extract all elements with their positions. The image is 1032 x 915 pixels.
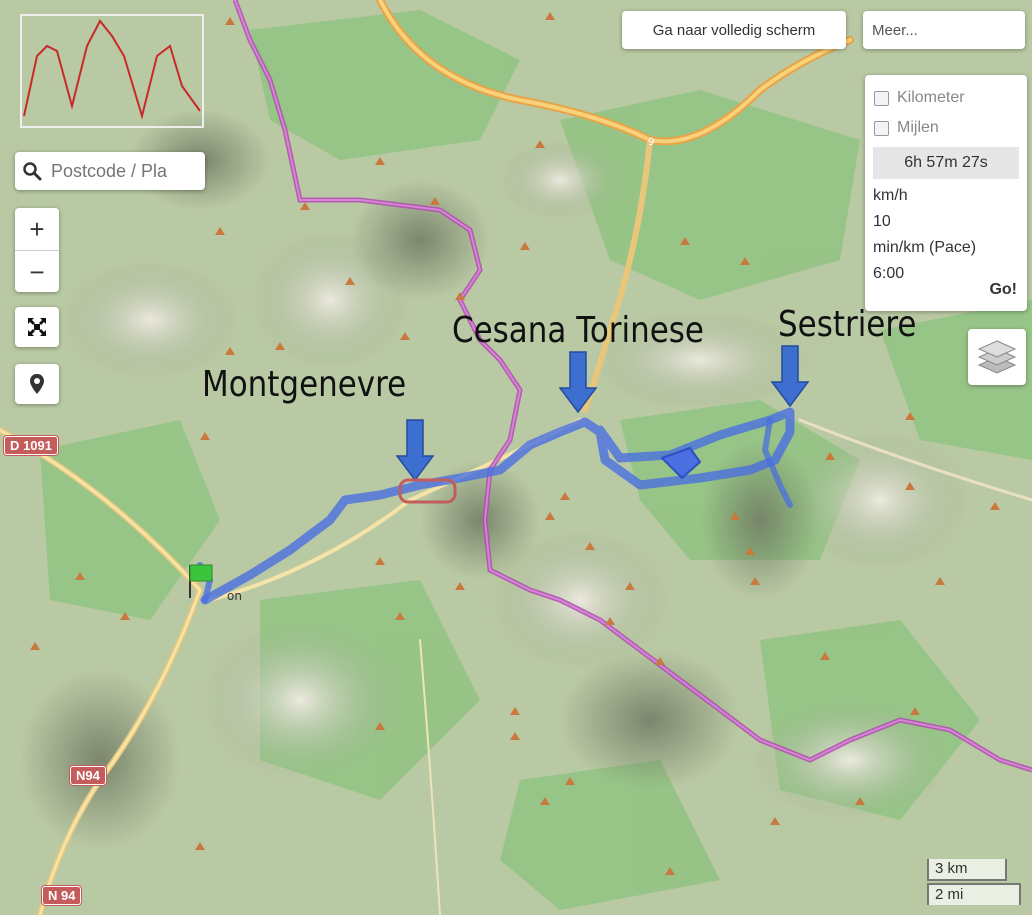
speed-input[interactable]: 10 <box>873 209 949 235</box>
label-montgenevre: Montgenevre <box>202 364 407 405</box>
zoom-control: + − <box>15 208 59 292</box>
pace-input[interactable]: 6:00 <box>873 261 949 287</box>
kilometer-label: Kilometer <box>897 89 965 106</box>
location-pin-icon <box>30 374 44 394</box>
montgenevre-marker <box>398 478 457 504</box>
arrow-sestriere <box>770 345 810 408</box>
more-button[interactable]: Meer... <box>863 11 1025 49</box>
my-location-button[interactable] <box>15 364 59 404</box>
search-icon <box>15 161 49 181</box>
search-input[interactable] <box>49 159 203 183</box>
fullscreen-button[interactable]: Ga naar volledig scherm <box>622 11 846 49</box>
arrow-cesana <box>558 351 598 414</box>
elevation-profile <box>23 19 201 120</box>
kilometer-checkbox[interactable] <box>874 90 889 106</box>
location-arrows <box>395 345 810 482</box>
miles-checkbox[interactable] <box>874 120 889 136</box>
scale-km: 3 km <box>927 859 1007 881</box>
duration-display: 6h 57m 27s <box>873 147 1019 179</box>
unit-miles-option[interactable]: Mijlen <box>865 113 1027 143</box>
go-button[interactable]: Go! <box>989 281 1017 298</box>
scale-mi: 2 mi <box>927 883 1021 905</box>
speed-label: km/h <box>873 187 908 204</box>
road-shield-n94-upper: N94 <box>70 766 106 785</box>
pace-label: min/km (Pace) <box>873 239 977 256</box>
map-scale: 3 km 2 mi <box>927 859 1023 907</box>
peak-markers <box>30 12 1000 875</box>
road-shield-d1091: D 1091 <box>4 436 58 455</box>
fit-bounds-button[interactable] <box>15 307 59 347</box>
layers-icon <box>977 340 1017 374</box>
route-settings-panel: Kilometer Mijlen 6h 57m 27s km/h 10 min/… <box>865 75 1027 311</box>
miles-label: Mijlen <box>897 119 939 136</box>
start-flag-icon[interactable] <box>189 564 213 598</box>
road-9-label: 9 <box>648 137 654 148</box>
arrow-montgenevre <box>395 419 435 482</box>
road-shield-n94-lower: N 94 <box>42 886 82 905</box>
route-direction-arrow <box>661 447 701 479</box>
layers-button[interactable] <box>968 329 1026 385</box>
fit-bounds-icon <box>28 318 46 336</box>
search-box[interactable] <box>15 152 205 190</box>
label-cesana-torinese: Cesana Torinese <box>452 310 704 351</box>
label-sestriere: Sestriere <box>778 304 917 345</box>
country-border-inner <box>234 0 1032 771</box>
briancon-label: on <box>227 589 242 603</box>
unit-kilometer-option[interactable]: Kilometer <box>865 83 1027 113</box>
elevation-minimap[interactable] <box>20 14 204 128</box>
zoom-out-button[interactable]: − <box>29 256 45 287</box>
zoom-in-button[interactable]: + <box>15 208 59 251</box>
